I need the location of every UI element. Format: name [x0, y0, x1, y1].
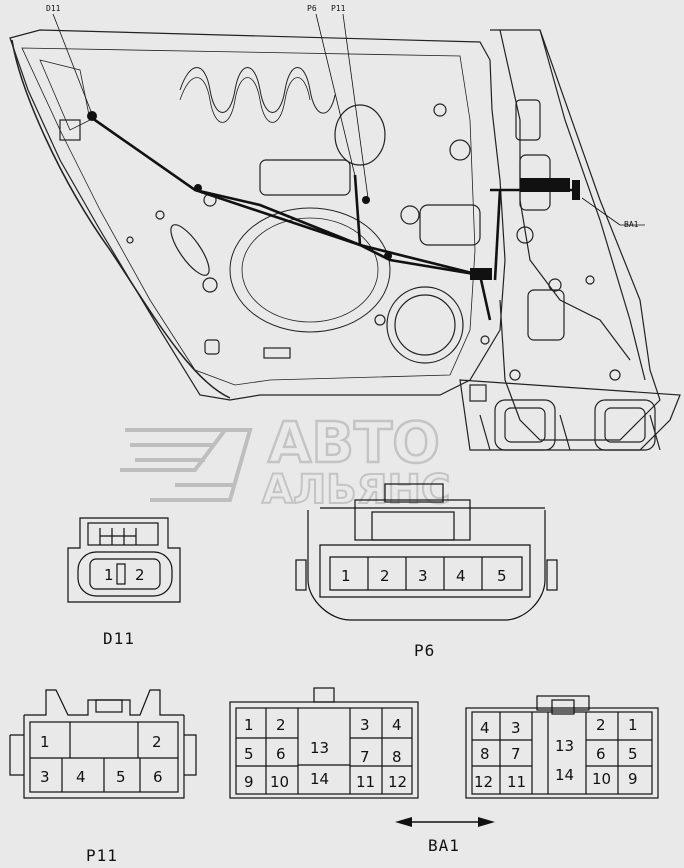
ba1-left-pin: 14: [310, 770, 329, 788]
ba1-right-pin: 12: [474, 773, 493, 791]
watermark-line2: АЛЬЯНС: [262, 467, 450, 513]
ba1-right-pin: 5: [628, 745, 638, 763]
ba1-left-pin: 6: [276, 745, 286, 763]
watermark: АВТО АЛЬЯНС: [120, 410, 451, 514]
ba1-left-pin: 8: [392, 748, 402, 766]
callout-ba1: BA1: [624, 220, 639, 229]
ba1-right-pin: 1: [628, 716, 638, 734]
ba1-left-pin: 10: [270, 773, 289, 791]
p11-pin: 3: [40, 768, 50, 786]
ba1-left-pin: 13: [310, 739, 329, 757]
mating-arrow-icon: [395, 817, 495, 827]
ba1-left-pin: 7: [360, 748, 370, 766]
connector-p6: 1 2 3 4 5: [295, 483, 558, 621]
ba1-right-pin: 9: [628, 770, 638, 788]
p6-caption: P6: [414, 641, 436, 660]
ba1-right-pin: 13: [555, 737, 574, 755]
ba1-right-pin: 14: [555, 766, 574, 784]
leader-lines: [52, 13, 645, 226]
ba1-right-pin: 4: [480, 719, 490, 737]
connector-p11: 1 2 3 4 5 6: [9, 689, 197, 799]
callout-d11: D11: [46, 4, 61, 13]
ba1-right-pin: 7: [511, 745, 521, 763]
ba1-left-pin: 1: [244, 716, 254, 734]
p6-pin: 4: [456, 567, 466, 585]
callout-p6: P6: [307, 4, 317, 13]
connector-d11: 1 2: [67, 517, 181, 603]
p6-pin: 5: [497, 567, 507, 585]
ba1-left-pin: 3: [360, 716, 370, 734]
ba1-right-pin: 2: [596, 716, 606, 734]
ba1-left-pin: 4: [392, 716, 402, 734]
watermark-logo: [120, 428, 253, 502]
ba1-left-pin: 2: [276, 716, 286, 734]
ba1-left-pin: 5: [244, 745, 254, 763]
ba1-right-pin: 10: [592, 770, 611, 788]
ba1-right-pin: 11: [507, 773, 526, 791]
p11-pin: 6: [153, 768, 163, 786]
p11-pin: 2: [152, 733, 162, 751]
p6-pin: 1: [341, 567, 351, 585]
ba1-right-pin: 8: [480, 745, 490, 763]
pillar-structure: [459, 29, 681, 451]
connector-ba1-left: 1 2 3 4 5 6 7 8 9 10 11 12 13 14: [229, 687, 419, 799]
p11-caption: P11: [86, 846, 118, 865]
door-panel: [9, 29, 506, 401]
callout-p11: P11: [331, 4, 346, 13]
connector-ba1-right: 4 3 2 1 8 7 6 5 12 11 10 9 13 14: [465, 695, 659, 799]
p11-pin: 5: [116, 768, 126, 786]
d11-pin: 2: [135, 566, 145, 584]
ba1-right-pin: 6: [596, 745, 606, 763]
d11-caption: D11: [103, 629, 135, 648]
ba1-left-pin: 12: [388, 773, 407, 791]
d11-pin: 1: [104, 566, 114, 584]
ba1-left-pin: 11: [356, 773, 375, 791]
watermark-line1: АВТО: [268, 411, 440, 476]
ba1-caption: BA1: [428, 836, 460, 855]
ba1-right-pin: 3: [511, 719, 521, 737]
p6-pin: 3: [418, 567, 428, 585]
p6-pin: 2: [380, 567, 390, 585]
harness-clips: [87, 111, 580, 280]
p11-pin: 1: [40, 733, 50, 751]
ba1-left-pin: 9: [244, 773, 254, 791]
p11-pin: 4: [76, 768, 86, 786]
